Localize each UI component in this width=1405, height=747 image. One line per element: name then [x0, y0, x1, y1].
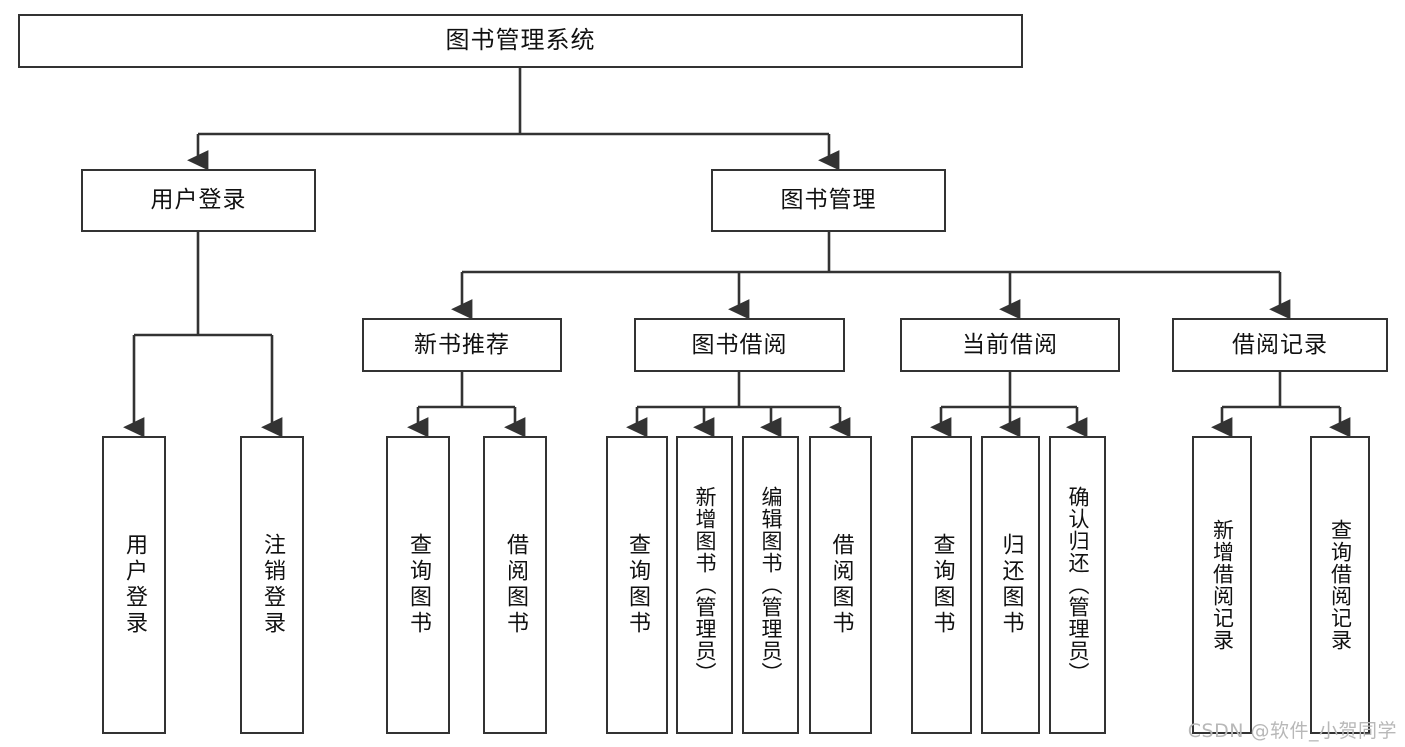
node-label: 查询图书: [625, 533, 650, 637]
leaf-borrow-book[interactable]: 借阅图书: [809, 436, 872, 734]
node-book-borrow[interactable]: 图书借阅: [634, 318, 845, 372]
node-label: 查询借阅记录: [1328, 519, 1353, 651]
leaf-confirm-return-admin[interactable]: 确认归还（管理员）: [1049, 436, 1106, 734]
watermark-text: CSDN @软件_小贺同学: [1187, 720, 1397, 742]
leaf-return-book[interactable]: 归还图书: [981, 436, 1040, 734]
node-label: 图书借阅: [691, 331, 788, 358]
leaf-query-book-current[interactable]: 查询图书: [911, 436, 972, 734]
node-label: 用户登录: [150, 187, 247, 214]
node-user-login[interactable]: 用户登录: [81, 169, 316, 232]
leaf-logout[interactable]: 注销登录: [240, 436, 304, 734]
leaf-user-login[interactable]: 用户登录: [102, 436, 166, 734]
node-label: 新书推荐: [414, 331, 510, 358]
node-book-management[interactable]: 图书管理: [711, 169, 946, 232]
leaf-borrow-book-recommend[interactable]: 借阅图书: [483, 436, 547, 734]
node-label: 查询图书: [406, 533, 431, 637]
node-borrow-record[interactable]: 借阅记录: [1172, 318, 1388, 372]
node-label: 编辑图书（管理员）: [759, 486, 783, 684]
node-current-borrow[interactable]: 当前借阅: [900, 318, 1120, 372]
node-label: 归还图书: [998, 533, 1024, 637]
node-label: 图书管理系统: [445, 26, 596, 55]
leaf-query-book-borrow[interactable]: 查询图书: [606, 436, 668, 734]
node-label: 注销登录: [260, 533, 285, 637]
node-label: 当前借阅: [962, 331, 1058, 358]
node-label: 用户登录: [122, 533, 147, 637]
leaf-add-borrow-record[interactable]: 新增借阅记录: [1192, 436, 1252, 734]
node-new-book-recommend[interactable]: 新书推荐: [362, 318, 562, 372]
leaf-add-book-admin[interactable]: 新增图书（管理员）: [676, 436, 733, 734]
node-label: 确认归还（管理员）: [1066, 486, 1090, 684]
leaf-edit-book-admin[interactable]: 编辑图书（管理员）: [742, 436, 799, 734]
node-label: 新增图书（管理员）: [693, 486, 717, 684]
node-label: 查询图书: [929, 533, 955, 637]
node-label: 借阅图书: [828, 533, 854, 637]
node-label: 新增借阅记录: [1210, 519, 1235, 651]
leaf-query-book-recommend[interactable]: 查询图书: [386, 436, 450, 734]
leaf-query-borrow-record[interactable]: 查询借阅记录: [1310, 436, 1370, 734]
node-label: 借阅记录: [1232, 331, 1328, 358]
node-root-system[interactable]: 图书管理系统: [18, 14, 1023, 68]
node-label: 图书管理: [780, 187, 877, 214]
node-label: 借阅图书: [503, 533, 528, 637]
